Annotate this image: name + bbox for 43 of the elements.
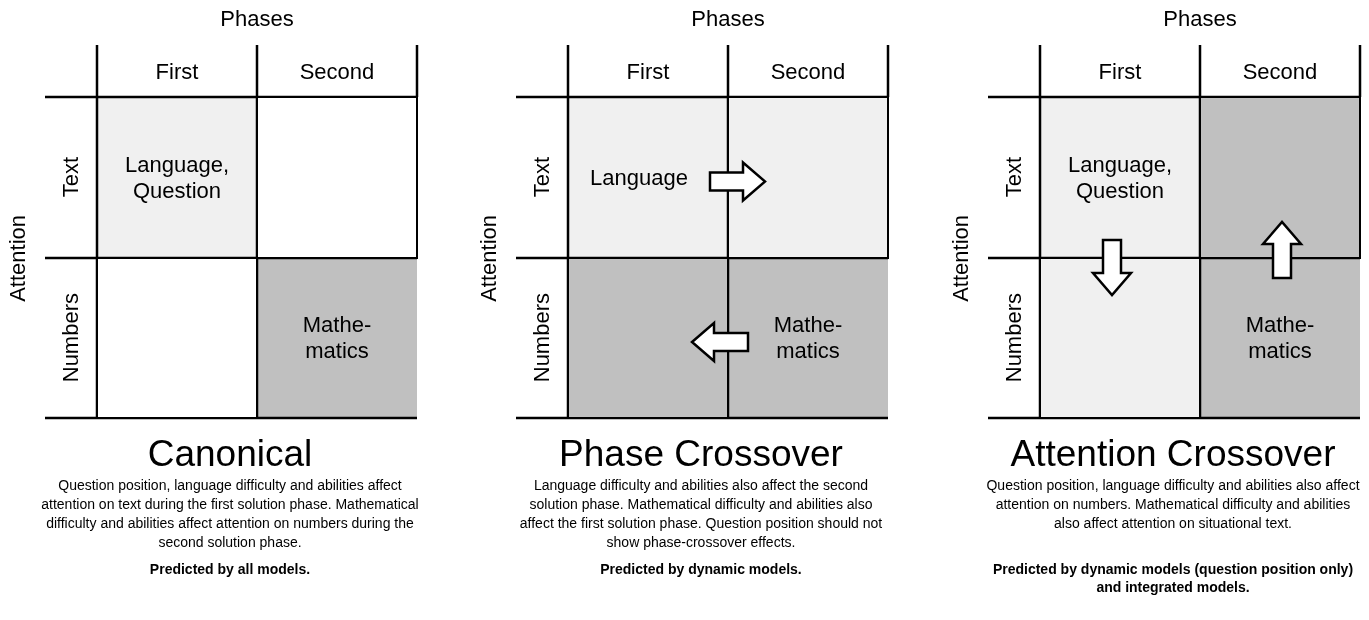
column-header: First <box>1098 59 1142 85</box>
axis-label: Attention <box>948 214 974 302</box>
table-cell: Language, Question <box>97 97 257 258</box>
axis-label: Attention <box>476 214 502 302</box>
table-cell: Language <box>568 97 728 258</box>
table-cell <box>256 96 418 259</box>
row-header: Text <box>529 156 555 198</box>
description-text: Question position, language difficulty and abilities also affect attention on numbers. Mathematical difficulty and abilities also affect attention on situational text. <box>985 476 1361 533</box>
block-arrow <box>1260 220 1304 280</box>
table-cell <box>567 257 729 419</box>
table-cell <box>1199 96 1361 259</box>
table-cell <box>1039 257 1201 419</box>
block-arrow <box>1090 238 1134 297</box>
table-cell: Mathe- matics <box>1200 258 1360 418</box>
row-header: Text <box>1001 156 1027 198</box>
row-header: Numbers <box>58 293 84 383</box>
description-text: Question position, language difficulty and abilities affect attention on text during the first solution phase. Mathematical difficulty and abilities affect attention on numbers during the second solution phase. <box>40 476 420 552</box>
column-group-header: Phases <box>691 6 765 32</box>
row-header: Text <box>58 156 84 198</box>
panel-title: Phase Crossover <box>559 433 843 475</box>
panel-title: Attention Crossover <box>1010 433 1336 475</box>
panel-title: Canonical <box>147 433 313 475</box>
axis-label: Attention <box>5 214 31 302</box>
column-group-header: Phases <box>220 6 294 32</box>
column-group-header: Phases <box>1163 6 1237 32</box>
row-header: Numbers <box>529 293 555 383</box>
table-cell: Language, Question <box>1040 97 1200 258</box>
table-cell <box>727 96 889 259</box>
block-arrow <box>690 320 750 364</box>
prediction-note: Predicted by dynamic models (question position only) and integrated models. <box>991 560 1355 596</box>
table-cell <box>96 257 258 419</box>
column-header: Second <box>299 59 375 85</box>
row-header: Numbers <box>1001 293 1027 383</box>
column-header: First <box>155 59 199 85</box>
column-header: First <box>626 59 670 85</box>
description-text: Language difficulty and abilities also affect the second solution phase. Mathematical difficulty and abilities also affect the first solution phase. Question position should not show phase-crossover effects. <box>518 476 884 552</box>
table-cell: Mathe- matics <box>728 258 888 418</box>
prediction-note: Predicted by dynamic models. <box>599 560 803 578</box>
column-header: Second <box>770 59 846 85</box>
block-arrow <box>708 159 767 204</box>
prediction-note: Predicted by all models. <box>148 560 312 578</box>
table-cell: Mathe- matics <box>257 258 417 418</box>
column-header: Second <box>1242 59 1318 85</box>
